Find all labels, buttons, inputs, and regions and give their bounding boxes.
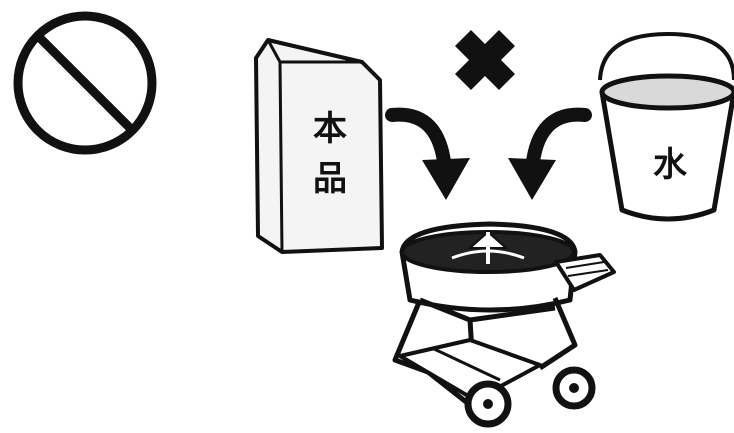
curved-arrow-icon	[385, 107, 470, 200]
cement-bag: 本 品	[254, 38, 384, 254]
water-bucket: 水	[598, 31, 734, 222]
bag-label-top: 本	[313, 109, 347, 149]
cross-mark-icon	[455, 30, 515, 90]
bag-label-bottom: 品	[313, 159, 347, 199]
concrete-mixer-icon	[392, 221, 616, 428]
curved-arrow-icon	[508, 107, 592, 200]
bucket-label: 水	[653, 145, 688, 185]
prohibition-icon	[13, 11, 157, 155]
